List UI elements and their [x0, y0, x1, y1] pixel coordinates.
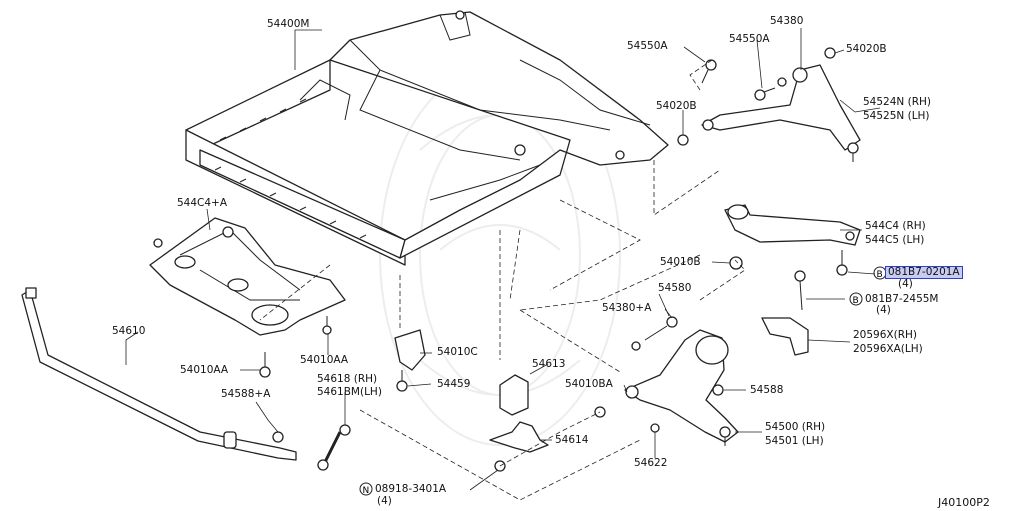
bushing-54613 [499, 374, 529, 416]
marker-b1: B [877, 270, 883, 280]
label-08918-3401A-qty: (4) [377, 495, 392, 507]
label-54580: 54580 [658, 282, 692, 294]
label-54550A-2: 54550A [729, 33, 770, 45]
marker-n1: N [363, 486, 370, 496]
label-08918-3401A: 08918-3401A [375, 483, 447, 495]
label-54618: 54618 (RH) [317, 373, 378, 385]
upper-arm-54524N [701, 64, 861, 162]
stabilizer-bar-54610 [21, 287, 297, 461]
label-54610: 54610 [112, 325, 146, 337]
bracket-54614 [489, 421, 549, 453]
label-54500: 54500 (RH) [765, 421, 826, 433]
label-544C4A: 544C4+A [177, 197, 228, 209]
leader-lines [125, 28, 881, 491]
label-54020B-1: 54020B [846, 43, 887, 55]
label-5461BM: 5461BM(LH) [317, 386, 382, 398]
label-54010B: 54010B [660, 256, 701, 268]
label-54459: 54459 [437, 378, 471, 390]
label-54400M: 54400M [267, 18, 310, 30]
transverse-link-54500 [624, 329, 739, 446]
label-54550A-1: 54550A [627, 40, 668, 52]
label-081B7-2455M: 081B7-2455M [865, 293, 939, 305]
label-54524N: 54524N (RH) [863, 96, 931, 108]
label-54010BA: 54010BA [565, 378, 613, 390]
bracket-54010C [394, 329, 426, 371]
label-54588A: 54588+A [221, 388, 271, 400]
label-54588: 54588 [750, 384, 784, 396]
label-20596X: 20596X(RH) [853, 329, 917, 341]
label-20596XA: 20596XA(LH) [853, 343, 923, 355]
label-54380A: 54380+A [602, 302, 652, 314]
label-544C4: 544C4 (RH) [865, 220, 926, 232]
label-54622: 54622 [634, 457, 668, 469]
subframe-54400M [185, 10, 669, 266]
bushing-20596X [761, 317, 809, 356]
fasteners [259, 47, 848, 472]
label-081B7-0201A[interactable]: 081B7-0201A [885, 266, 963, 279]
crossmember-544C4A [149, 217, 346, 336]
label-081B7-0201A-qty: (4) [898, 278, 913, 290]
label-54613: 54613 [532, 358, 566, 370]
label-54010AA-2: 54010AA [300, 354, 349, 366]
diagram-code: J40100P2 [938, 496, 990, 509]
label-54380: 54380 [770, 15, 804, 27]
label-54020B-2: 54020B [656, 100, 697, 112]
lower-arm-544C4 [724, 204, 861, 246]
marker-b2: B [853, 296, 859, 306]
label-54010AA-1: 54010AA [180, 364, 229, 376]
stabilizer-link-54618 [317, 424, 351, 471]
label-54501: 54501 (LH) [765, 435, 824, 447]
label-54010C: 54010C [437, 346, 478, 358]
label-081B7-2455M-qty: (4) [876, 304, 891, 316]
label-544C5: 544C5 (LH) [865, 234, 925, 246]
guide-lines [259, 59, 746, 501]
label-54525N: 54525N (LH) [863, 110, 930, 122]
label-54614: 54614 [555, 434, 589, 446]
